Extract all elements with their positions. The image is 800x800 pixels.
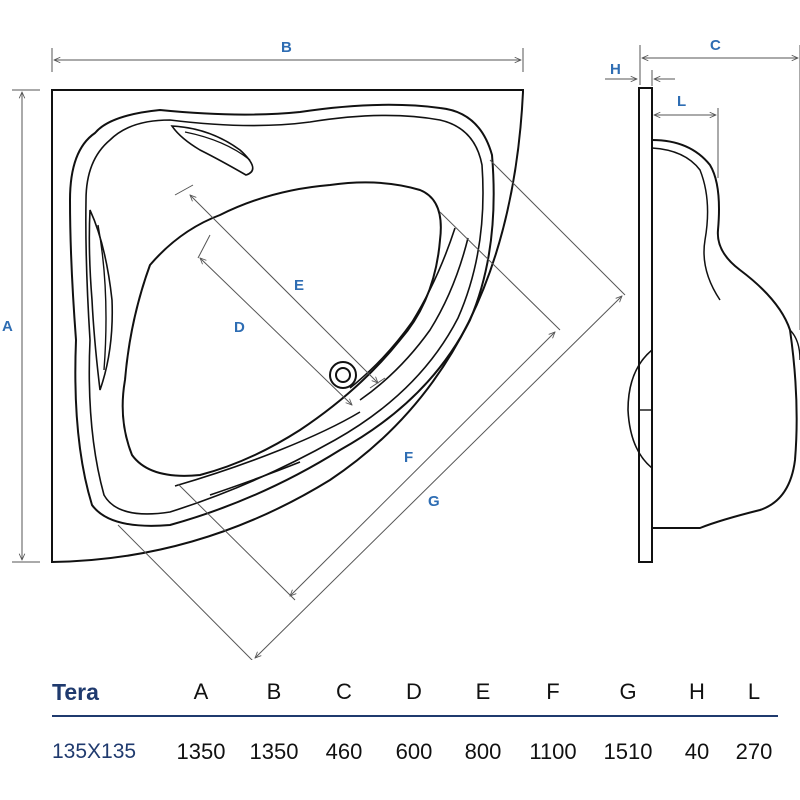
headrest-left bbox=[88, 209, 114, 391]
table-cell: 600 bbox=[395, 739, 433, 764]
model-size: 135X135 bbox=[52, 740, 137, 763]
headrest-top-inner bbox=[184, 131, 251, 161]
table-cell: 40 bbox=[684, 739, 710, 764]
label-E: E bbox=[294, 277, 304, 294]
label-B: B bbox=[281, 39, 292, 56]
col-header: A bbox=[193, 679, 209, 704]
rim-inner bbox=[85, 114, 484, 515]
table-rule bbox=[52, 715, 778, 717]
top-view-dimensions bbox=[12, 48, 626, 660]
dimension-table: Tera A B C D E F G H L 135X135 1350 1350… bbox=[52, 672, 778, 772]
rim-outer bbox=[68, 103, 495, 527]
table-header-row: Tera A B C D E F G H L bbox=[52, 672, 778, 712]
dimension-labels: B A E D F G C H L bbox=[2, 37, 721, 510]
col-header: D bbox=[406, 679, 422, 704]
col-header: L bbox=[747, 679, 761, 704]
side-view bbox=[627, 87, 800, 563]
table-cell: 800 bbox=[464, 739, 502, 764]
model-name: Tera bbox=[52, 679, 99, 705]
col-header: G bbox=[619, 679, 637, 704]
side-view-dimensions bbox=[605, 45, 800, 330]
table-cell: 270 bbox=[735, 739, 773, 764]
col-header: F bbox=[546, 679, 560, 704]
side-profile-inner bbox=[651, 147, 721, 301]
label-D: D bbox=[234, 319, 245, 336]
label-F: F bbox=[404, 449, 413, 466]
label-H: H bbox=[610, 61, 621, 78]
headrest-left-inner bbox=[97, 224, 107, 371]
table-row: 135X135 1350 1350 460 600 800 1100 1510 … bbox=[52, 732, 778, 772]
table-cell: 460 bbox=[325, 739, 363, 764]
side-bulge bbox=[627, 349, 653, 469]
basin bbox=[121, 181, 442, 477]
col-header: H bbox=[689, 679, 705, 704]
tub-outline bbox=[51, 89, 524, 564]
label-A: A bbox=[2, 318, 13, 335]
side-rim-plate bbox=[638, 87, 653, 563]
label-G: G bbox=[428, 493, 440, 510]
col-header: B bbox=[266, 679, 282, 704]
label-L: L bbox=[677, 93, 686, 110]
headrest-top bbox=[170, 125, 254, 176]
table-cell: 1100 bbox=[529, 739, 577, 764]
top-view bbox=[51, 89, 524, 564]
table-cell: 1510 bbox=[603, 739, 653, 764]
label-C: C bbox=[710, 37, 721, 54]
bathtub-technical-drawing: B A E D F G C H L bbox=[2, 37, 800, 660]
col-header: E bbox=[475, 679, 491, 704]
table-cell: 1350 bbox=[249, 739, 299, 764]
col-header: C bbox=[336, 679, 352, 704]
side-profile bbox=[651, 139, 798, 529]
table-cell: 1350 bbox=[176, 739, 226, 764]
drain-inner bbox=[335, 367, 351, 383]
drain bbox=[329, 361, 357, 389]
